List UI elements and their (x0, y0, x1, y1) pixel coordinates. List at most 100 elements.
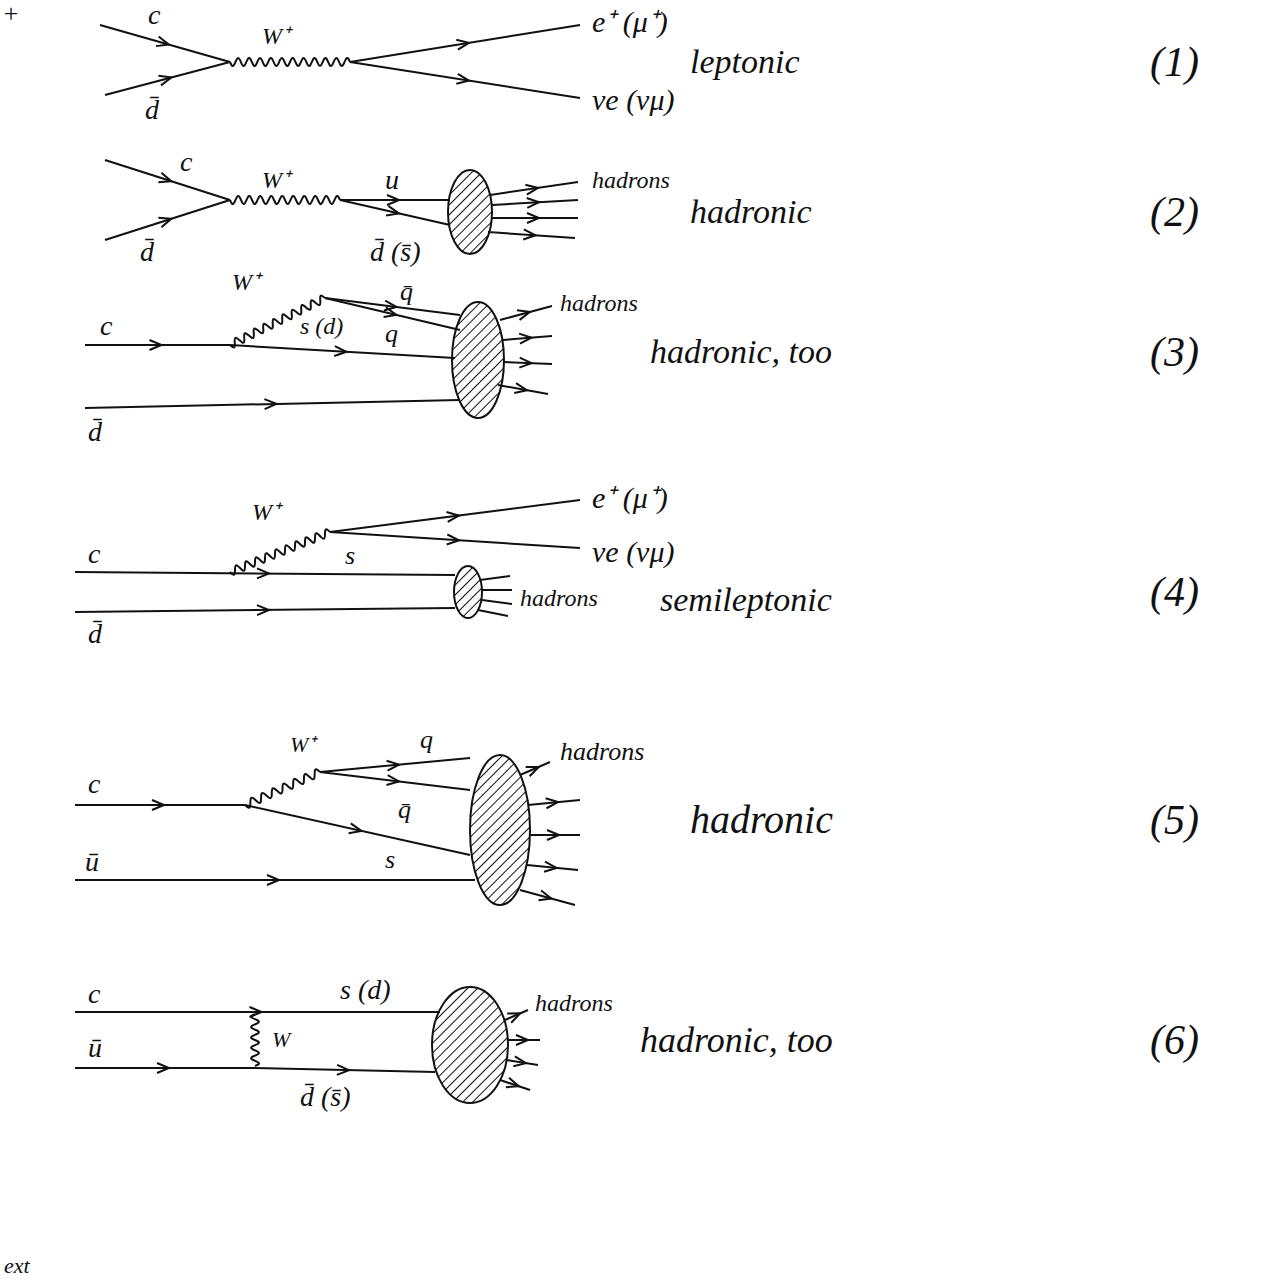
arrowhead (257, 605, 269, 615)
diagram-label: e⁺ (μ⁺) (592, 483, 668, 513)
diagram-label: c (180, 148, 192, 176)
fermion-line (105, 62, 230, 95)
arrowhead (387, 195, 399, 205)
fermion-line (245, 805, 470, 855)
hadron-blob (448, 170, 492, 254)
arrowhead (514, 383, 527, 393)
arrowhead (538, 891, 551, 901)
hadron-blob (432, 987, 508, 1103)
diagram-label: u (385, 166, 399, 194)
fermion-line (340, 200, 450, 225)
fermion-line (520, 762, 550, 775)
arrowhead (152, 800, 164, 810)
arrowhead (157, 1063, 169, 1073)
diagram-label: W⁺ (262, 168, 290, 192)
diagram-label: c (88, 540, 100, 568)
arrowhead (158, 218, 171, 228)
diagram-label: (6) (1150, 1019, 1199, 1061)
diagram-label: semileptonic (660, 583, 832, 617)
diagram-label: ext (4, 1255, 30, 1277)
arrowhead (386, 775, 399, 785)
diagram-label: (5) (1150, 799, 1199, 841)
arrowhead (337, 1065, 349, 1075)
arrowhead (517, 310, 530, 320)
arrowhead (507, 1013, 520, 1022)
w-boson (230, 529, 330, 575)
diagram-label: q̄ (400, 279, 413, 305)
diagram-label: W⁺ (232, 270, 260, 294)
diagram-label: (2) (1150, 191, 1199, 233)
diagram-label: hadronic (690, 800, 833, 840)
fermion-line (350, 62, 580, 98)
diagram-label: hadronic, too (650, 335, 832, 369)
diagram-label: s (385, 847, 395, 873)
arrowhead (384, 307, 397, 317)
diagram-label: + (2, 1, 20, 27)
arrowhead (156, 37, 169, 47)
fermion-line (105, 160, 230, 200)
hadron-blob (454, 566, 482, 618)
diagram-label: hadronic, too (640, 1022, 833, 1058)
diagram-label: d̄ (88, 620, 102, 648)
particle-lines (75, 25, 580, 1103)
diagram-label: νe (νμ) (592, 537, 675, 567)
diagram-label: ū (88, 1034, 102, 1062)
fermion-line (500, 1080, 530, 1090)
arrowhead (456, 40, 469, 50)
fermion-line (482, 600, 512, 604)
fermion-line (100, 25, 230, 62)
fermion-line (500, 306, 552, 320)
diagram-label: d̄ (145, 96, 159, 124)
hadron-blob (470, 755, 530, 905)
arrowhead (257, 568, 269, 578)
fermion-line (498, 385, 548, 394)
fermion-line (482, 589, 512, 591)
diagram-label: s (d) (300, 314, 343, 338)
diagram-label: d̄ (140, 238, 154, 266)
arrowhead (456, 74, 469, 84)
diagram-label: d̄ (s̄) (300, 1083, 351, 1111)
diagram-label: (3) (1150, 331, 1199, 373)
diagram-label: hadrons (535, 991, 613, 1015)
arrowhead (516, 1035, 528, 1045)
w-boson (245, 769, 320, 807)
fermion-line (230, 345, 455, 358)
arrowhead (506, 1078, 519, 1087)
diagram-label: q̄ (398, 797, 411, 823)
diagram-label: W (272, 1029, 290, 1051)
fermion-line (105, 200, 230, 240)
arrowhead (158, 76, 171, 86)
diagram-label: hadrons (560, 291, 638, 315)
arrowhead (513, 1056, 526, 1066)
diagram-label: hadrons (592, 168, 670, 192)
diagram-label: W⁺ (262, 24, 290, 48)
diagram-label: s (d) (340, 976, 391, 1004)
fermion-line (85, 400, 460, 408)
fermion-line (478, 610, 508, 616)
diagram-label: d̄ (s̄) (370, 238, 421, 266)
fermion-line (330, 500, 580, 532)
w-boson (230, 196, 340, 204)
arrowhead (387, 761, 399, 771)
arrowhead (526, 767, 539, 776)
arrowhead (546, 798, 558, 808)
diagram-label: hadrons (560, 739, 644, 765)
arrowhead (158, 173, 171, 183)
arrowhead (519, 358, 531, 368)
arrowhead (527, 213, 539, 223)
arrowhead (447, 534, 459, 544)
w-boson (251, 1014, 259, 1066)
arrowhead (544, 862, 556, 872)
fermion-line (520, 890, 575, 905)
arrowhead (264, 399, 276, 409)
arrowhead (519, 334, 531, 344)
diagram-label: leptonic (690, 45, 800, 79)
diagram-label: W⁺ (290, 734, 315, 756)
arrowhead (446, 512, 459, 522)
arrowhead (527, 198, 539, 208)
diagram-label: e⁺ (μ⁺) (592, 7, 668, 37)
diagram-label: hadrons (520, 586, 598, 610)
arrowhead (547, 830, 559, 840)
w-boson (230, 58, 350, 66)
fermion-line (320, 758, 470, 772)
